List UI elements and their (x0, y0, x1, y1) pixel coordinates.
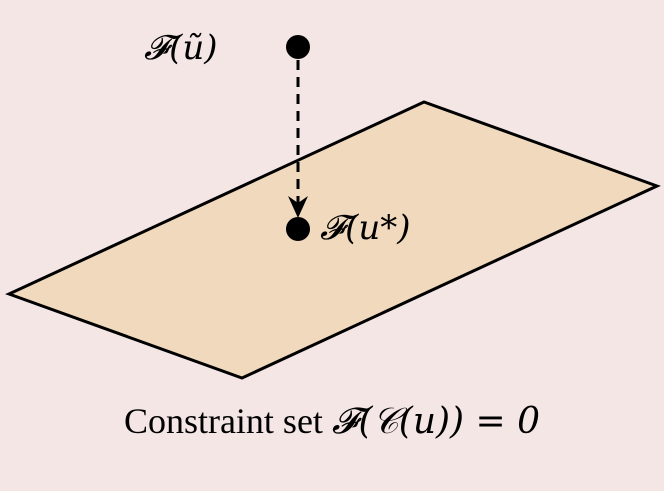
caption: Constraint set 𝓕(𝒞(u)) = 0 (0, 401, 664, 442)
original-point-label: 𝓕(ũ) (144, 28, 218, 68)
caption-expression: 𝓕(𝒞(u)) = 0 (331, 401, 541, 442)
projected-point-label: 𝓕(u*) (320, 208, 411, 248)
constraint-plane (5, 100, 661, 380)
caption-prefix: Constraint set (123, 401, 332, 441)
projection-arrowhead (288, 196, 308, 218)
original-point-dot (286, 35, 310, 59)
projected-point-dot (286, 217, 310, 241)
